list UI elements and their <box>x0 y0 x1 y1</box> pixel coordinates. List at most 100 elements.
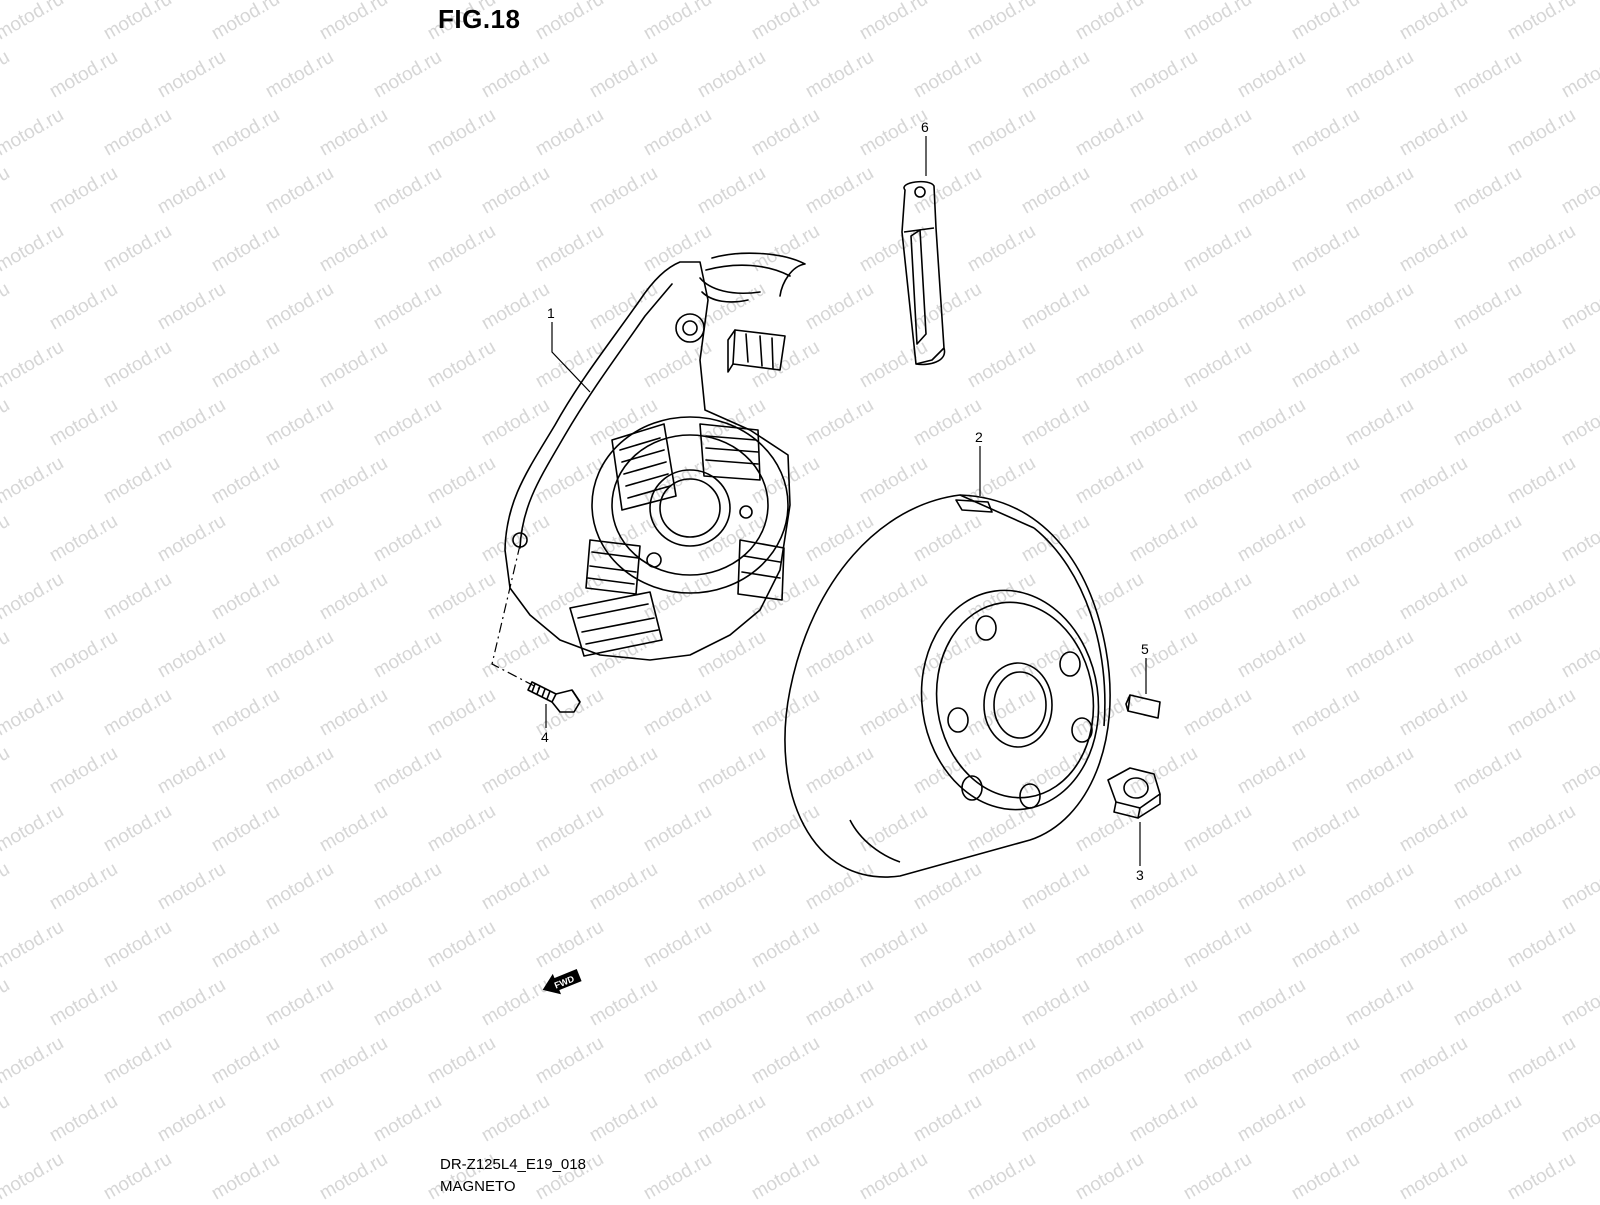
watermark-text: motod.ru <box>910 163 985 219</box>
watermark-text: motod.ru <box>1180 105 1255 161</box>
watermark-text: motod.ru <box>262 47 337 103</box>
watermark-text: motod.ru <box>100 1149 175 1200</box>
watermark-text: motod.ru <box>640 1149 715 1200</box>
watermark-text: motod.ru <box>100 1033 175 1089</box>
figure-title: FIG.18 <box>438 4 521 34</box>
watermark-text: motod.ru <box>208 105 283 161</box>
watermark-text: motod.ru <box>478 511 553 567</box>
drawing-code: DR-Z125L4_E19_018 <box>440 1156 586 1173</box>
watermark-text: motod.ru <box>856 453 931 509</box>
watermark-text: motod.ru <box>46 163 121 219</box>
watermark-text: motod.ru <box>532 917 607 973</box>
watermark-text: motod.ru <box>1504 685 1579 741</box>
callout-2: 2 <box>975 429 983 445</box>
watermark-text: motod.ru <box>1288 569 1363 625</box>
watermark-text: motod.ru <box>0 221 67 277</box>
watermark-text: motod.ru <box>262 279 337 335</box>
watermark-text: motod.ru <box>1396 917 1471 973</box>
callout-3: 3 <box>1136 867 1144 883</box>
watermark-text: motod.ru <box>1450 743 1525 799</box>
watermark-text: motod.ru <box>748 337 823 393</box>
watermark-text: motod.ru <box>1180 337 1255 393</box>
watermark-text: motod.ru <box>1288 1033 1363 1089</box>
watermark-text: motod.ru <box>208 453 283 509</box>
watermark-text: motod.ru <box>964 917 1039 973</box>
watermark-text: motod.ru <box>1234 859 1309 915</box>
watermark-text: motod.ru <box>694 859 769 915</box>
watermark-text: motod.ru <box>1504 917 1579 973</box>
watermark-text: motod.ru <box>1234 627 1309 683</box>
watermark-text: motod.ru <box>478 279 553 335</box>
watermark-text: motod.ru <box>532 0 607 44</box>
watermark-text: motod.ru <box>640 917 715 973</box>
watermark-text: motod.ru <box>532 105 607 161</box>
callout-4: 4 <box>541 729 549 745</box>
watermark-text: motod.ru <box>1126 279 1201 335</box>
watermark-text: motod.ru <box>1396 801 1471 857</box>
watermark-text: motod.ru <box>316 801 391 857</box>
watermark-text: motod.ru <box>316 685 391 741</box>
watermark-text: motod.ru <box>1342 975 1417 1031</box>
watermark-text: motod.ru <box>1396 1149 1471 1200</box>
watermark-text: motod.ru <box>694 743 769 799</box>
watermark-text: motod.ru <box>1450 47 1525 103</box>
watermark-text: motod.ru <box>1234 1091 1309 1147</box>
watermark-text: motod.ru <box>1288 453 1363 509</box>
watermark-text: motod.ru <box>1126 163 1201 219</box>
watermark-text: motod.ru <box>262 627 337 683</box>
watermark-text: motod.ru <box>1018 1091 1093 1147</box>
watermark-text: motod.ru <box>1396 685 1471 741</box>
watermark-text: motod.ru <box>0 1033 67 1089</box>
watermark-text: motod.ru <box>316 453 391 509</box>
watermark-text: motod.ru <box>964 1033 1039 1089</box>
watermark-text: motod.ru <box>1504 337 1579 393</box>
watermark-text: motod.ru <box>856 917 931 973</box>
watermark-text: motod.ru <box>316 1033 391 1089</box>
watermark-text: motod.ru <box>46 859 121 915</box>
watermark-text: motod.ru <box>316 105 391 161</box>
watermark-text: motod.ru <box>1342 743 1417 799</box>
watermark-text: motod.ru <box>1450 975 1525 1031</box>
watermark-text: motod.ru <box>478 975 553 1031</box>
watermark-text: motod.ru <box>1450 859 1525 915</box>
watermark-text: motod.ru <box>1126 975 1201 1031</box>
watermark-text: motod.ru <box>370 163 445 219</box>
watermark-text: motod.ru <box>46 47 121 103</box>
watermark-text: motod.ru <box>964 453 1039 509</box>
watermark-text: motod.ru <box>856 1033 931 1089</box>
watermark-text: motod.ru <box>0 859 13 915</box>
watermark-text: motod.ru <box>1396 0 1471 44</box>
watermark-text: motod.ru <box>1558 743 1600 799</box>
watermark-text: motod.ru <box>370 743 445 799</box>
watermark-text: motod.ru <box>1072 1033 1147 1089</box>
watermark-text: motod.ru <box>910 859 985 915</box>
part-2-flywheel <box>784 494 1111 878</box>
watermark-text: motod.ru <box>0 163 13 219</box>
watermark-text: motod.ru <box>46 511 121 567</box>
watermark-text: motod.ru <box>1018 395 1093 451</box>
part-4-bolt <box>527 681 581 713</box>
watermark-text: motod.ru <box>802 47 877 103</box>
watermark-text: motod.ru <box>1504 105 1579 161</box>
watermark-text: motod.ru <box>316 221 391 277</box>
watermark-text: motod.ru <box>1558 163 1600 219</box>
watermark-text: motod.ru <box>802 627 877 683</box>
callout-labels: 1 2 3 4 5 6 <box>541 119 1149 883</box>
watermark-text: motod.ru <box>0 975 13 1031</box>
watermark-text: motod.ru <box>856 801 931 857</box>
watermark-text: motod.ru <box>1072 917 1147 973</box>
watermark-text: motod.ru <box>856 1149 931 1200</box>
watermark-text: motod.ru <box>1018 975 1093 1031</box>
assembly-name: MAGNETO <box>440 1178 516 1195</box>
watermark-text: motod.ru <box>262 1091 337 1147</box>
watermark-text: motod.ru <box>424 337 499 393</box>
watermark-text: motod.ru <box>1558 975 1600 1031</box>
watermark-text: motod.ru <box>640 685 715 741</box>
watermark-text: motod.ru <box>46 975 121 1031</box>
watermark-text: motod.ru <box>532 801 607 857</box>
watermark-text: motod.ru <box>0 917 67 973</box>
watermark-text: motod.ru <box>1288 0 1363 44</box>
watermark-text: motod.ru <box>1288 1149 1363 1200</box>
watermark-text: motod.ru <box>424 801 499 857</box>
